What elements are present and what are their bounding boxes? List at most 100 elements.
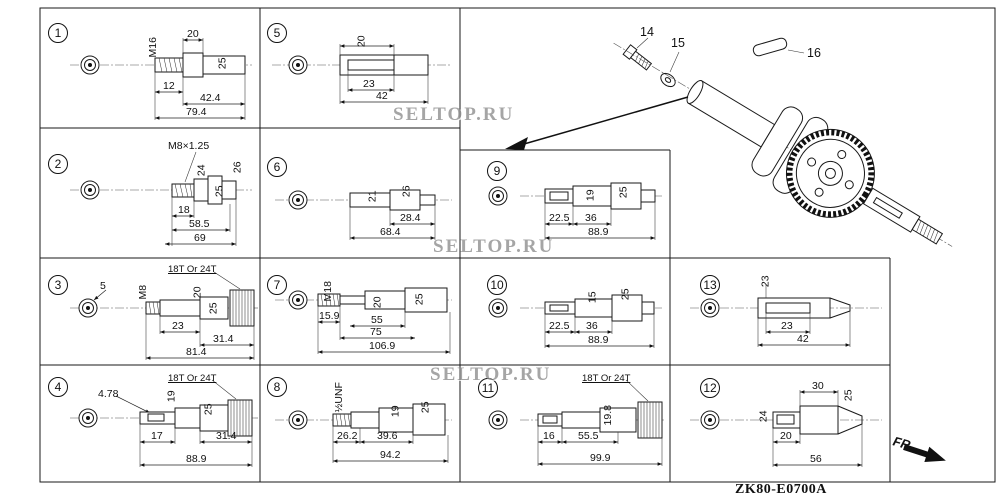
dim-label: 94.2 [380, 449, 401, 461]
dim-label: 20 [780, 430, 792, 442]
dim-label: 20 [187, 28, 199, 40]
ref-number-7: 7 [267, 275, 287, 295]
dim-label: 30 [812, 380, 824, 392]
dim-label: 55 [371, 314, 383, 326]
bolt-part [622, 44, 653, 71]
ref-number-12: 12 [700, 378, 720, 398]
ref-number-1: 1 [48, 23, 68, 43]
grid-lines [39, 7, 996, 483]
dim-label: 25 [413, 293, 426, 306]
dim-label: 25 [619, 288, 632, 301]
dim-label: 19 [165, 390, 178, 403]
dim-label: 4.78 [98, 388, 119, 400]
dim-label: 42 [376, 90, 388, 102]
teeth-note: 18T Or 24T [168, 264, 217, 275]
watermark: SELTOP.RU [430, 364, 552, 385]
dim-label: 23 [363, 78, 375, 90]
cell-8-drawing [275, 403, 452, 463]
dim-label: 36 [585, 212, 597, 224]
dim-label: 42.4 [200, 92, 221, 104]
cell-3-drawing [70, 271, 258, 360]
cell-7-drawing [275, 287, 452, 354]
dim-label: 16 [543, 430, 555, 442]
dim-label: 28.4 [400, 212, 421, 224]
ref-number-6: 6 [267, 157, 287, 177]
ref-number-4: 4 [48, 377, 68, 397]
watermark: SELTOP.RU [433, 236, 555, 257]
pointer-arrow [505, 96, 689, 150]
callout-14-label: 14 [640, 25, 654, 39]
cell-12-drawing [690, 390, 882, 467]
dim-label: M18 [321, 281, 334, 302]
dim-label: 81.4 [186, 346, 207, 358]
part-code: ZK80-E0700A [735, 482, 827, 497]
callout-14-leader [636, 37, 649, 49]
fr-arrow-icon [903, 444, 946, 463]
dim-label: 106.9 [369, 340, 396, 352]
ref-number-8: 8 [267, 377, 287, 397]
cell-9-drawing [488, 182, 662, 240]
watermark: SELTOP.RU [393, 104, 515, 125]
dim-label: 23 [759, 275, 772, 288]
washer-part [660, 72, 676, 88]
dim-label: 5 [100, 280, 106, 292]
cell-6-drawing [275, 189, 452, 240]
dim-label: M8 [137, 284, 150, 300]
dim-label: 31.4 [216, 430, 237, 442]
ref-number-3: 3 [48, 275, 68, 295]
dim-label: 88.9 [186, 453, 207, 465]
dim-label: 20 [355, 35, 368, 48]
dim-label: 12 [163, 80, 175, 92]
dim-label: 68.4 [380, 226, 401, 238]
dim-label: 88.9 [588, 226, 609, 238]
callout-16-leader [787, 49, 805, 54]
timing-gear [785, 128, 875, 218]
dim-label: 24 [757, 410, 770, 423]
ref-number-10: 10 [487, 275, 507, 295]
cell-11-drawing [488, 379, 664, 466]
dim-label: 25 [207, 302, 220, 315]
cell-13-drawing [690, 284, 882, 347]
dim-label: M16 [146, 37, 159, 58]
cell-10-drawing [488, 294, 662, 348]
dim-label: 25 [213, 185, 226, 198]
dim-label: 23 [781, 320, 793, 332]
dim-label: 20 [191, 286, 204, 299]
dim-label: 19 [584, 189, 597, 202]
dim-label: 25 [202, 403, 215, 416]
dim-label: 25 [617, 186, 630, 199]
callout-16-label: 16 [807, 46, 821, 60]
dim-label: 75 [370, 326, 382, 338]
dim-label: 26.2 [337, 430, 358, 442]
dim-label: 42 [797, 333, 809, 345]
crankshaft-illustration [613, 42, 953, 247]
ref-number-5: 5 [267, 23, 287, 43]
dim-label: 88.9 [588, 334, 609, 346]
dim-label: 15.9 [319, 310, 340, 322]
dim-label: 22.5 [549, 212, 570, 224]
ref-number-13: 13 [700, 275, 720, 295]
dim-label: 25 [419, 401, 432, 414]
ref-number-2: 2 [48, 154, 68, 174]
dim-label: 69 [194, 232, 206, 244]
ref-number-11: 11 [478, 378, 498, 398]
dim-label: 26 [400, 185, 413, 198]
dim-label: 25 [842, 389, 855, 402]
dim-label: 15 [586, 291, 599, 304]
teeth-note: 18T Or 24T [168, 373, 217, 384]
callout-15-label: 15 [671, 36, 685, 50]
cell-1-drawing [70, 38, 252, 120]
cell-4-drawing [70, 379, 258, 467]
dim-label: 18 [178, 204, 190, 216]
dim-label: 36 [586, 320, 598, 332]
dim-label: 25 [216, 57, 229, 70]
dim-label: 20 [371, 296, 384, 309]
dim-label: 19.8 [601, 405, 614, 426]
dim-label: ½UNF [332, 382, 345, 413]
cell-2-drawing [70, 151, 252, 246]
dim-label: 21 [366, 190, 379, 203]
dim-label: 99.9 [590, 452, 611, 464]
callout-15-leader [669, 51, 680, 73]
